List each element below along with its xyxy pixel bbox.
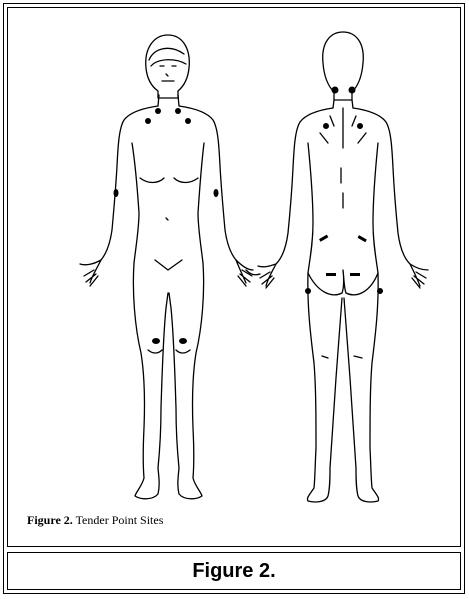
front-legs (133, 260, 203, 499)
tender-point (319, 235, 328, 242)
figure-inner-label-prefix: Figure 2. (27, 513, 73, 527)
figure-frame: Figure 2. Tender Point Sites Figure 2. (3, 3, 465, 594)
front-head (146, 35, 190, 98)
tender-point (114, 189, 119, 197)
tender-point (175, 108, 181, 114)
tender-point (145, 118, 151, 124)
tender-point (358, 235, 367, 242)
back-head (323, 32, 364, 100)
figure-caption: Figure 2. (192, 560, 275, 583)
back-figure (258, 32, 428, 502)
front-neck (158, 95, 179, 106)
tender-point (185, 118, 191, 124)
figure-image-cell: Figure 2. Tender Point Sites (7, 7, 461, 547)
tender-point (152, 338, 160, 344)
tender-point (323, 123, 329, 129)
tender-point (305, 288, 311, 294)
figure-inner-label-text: Tender Point Sites (73, 513, 164, 527)
tender-point (377, 288, 383, 294)
tender-point (332, 87, 339, 94)
back-left-hand (258, 264, 276, 288)
tender-point (179, 338, 187, 344)
tender-point (350, 273, 360, 276)
front-torso (101, 106, 236, 263)
body-diagram (8, 8, 460, 546)
tender-point (214, 189, 219, 197)
tender-point (326, 273, 336, 276)
back-right-hand (410, 264, 428, 288)
tender-point (349, 87, 356, 94)
front-left-hand (80, 260, 101, 286)
front-figure (80, 35, 253, 499)
figure-inner-label: Figure 2. Tender Point Sites (27, 513, 163, 528)
figure-caption-cell: Figure 2. (7, 552, 461, 590)
tender-point (357, 123, 363, 129)
tender-point (155, 108, 161, 114)
back-legs (307, 273, 378, 502)
